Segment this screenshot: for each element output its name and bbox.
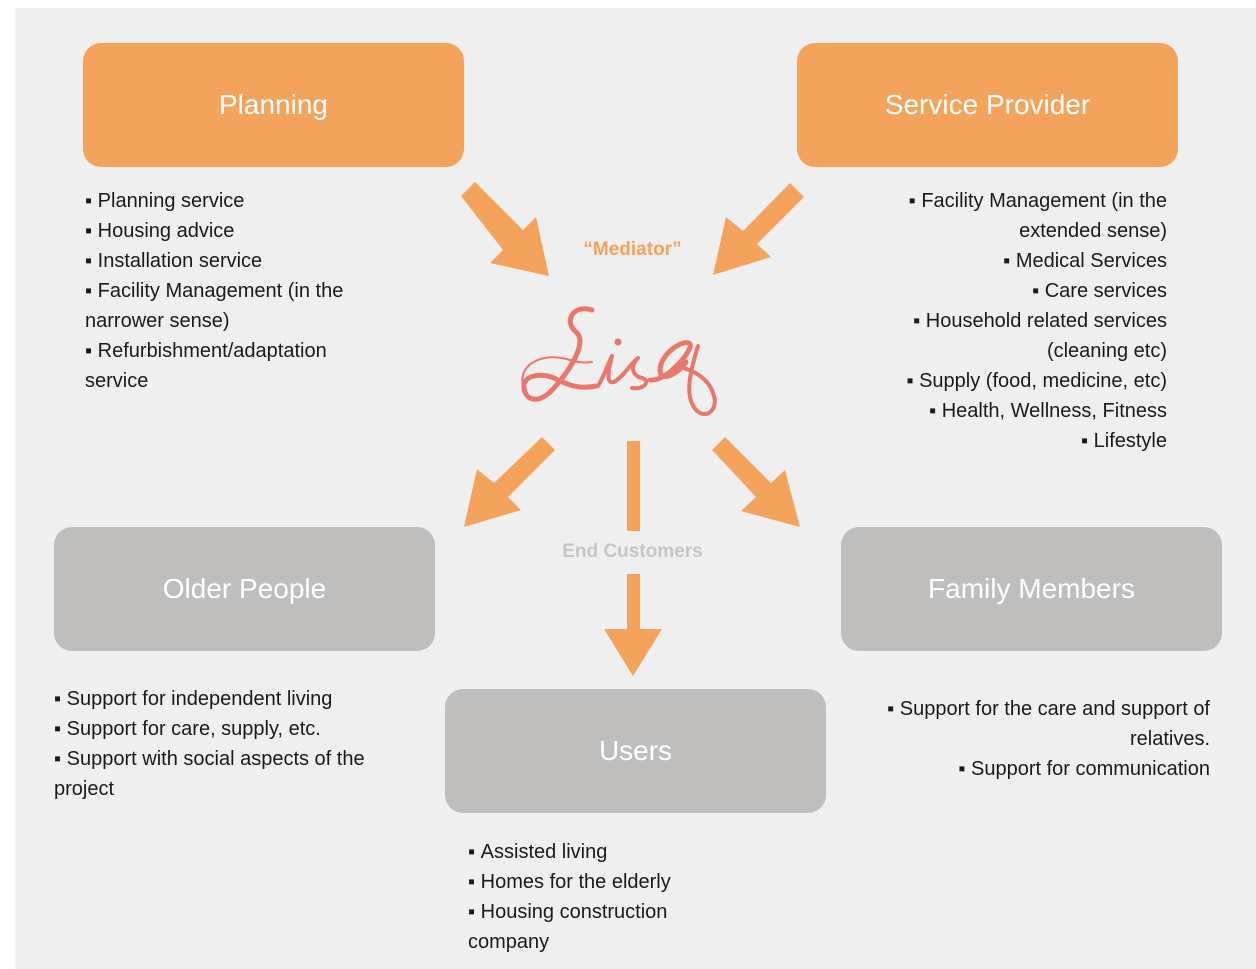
list-item: Facility Management (in the narrower sen… <box>85 276 395 336</box>
list-item: Lifestyle <box>855 426 1167 456</box>
arrow-provider-to-mediator <box>713 183 804 275</box>
users-title: Users <box>598 735 673 766</box>
service-provider-box: Service Provider <box>797 43 1178 167</box>
list-item: Refurbishment/adaptation service <box>85 336 395 396</box>
list-item: Support for independent living <box>54 684 399 714</box>
lisa-logo <box>521 306 717 416</box>
older-people-list: Support for independent living Support f… <box>54 684 399 804</box>
list-item: Supply (food, medicine, etc) <box>855 366 1167 396</box>
service-provider-list: Facility Management (in the extended sen… <box>855 186 1167 456</box>
service-provider-title: Service Provider <box>884 89 1091 120</box>
list-item: Planning service <box>85 186 395 216</box>
list-item: Support for communication <box>880 754 1210 784</box>
users-list: Assisted living Homes for the elderly Ho… <box>468 837 728 957</box>
arrow-mediator-to-users-head <box>604 629 662 676</box>
planning-title: Planning <box>219 89 328 120</box>
end-customers-label: End Customers <box>562 541 703 562</box>
family-members-box: Family Members <box>841 527 1222 651</box>
older-people-box: Older People <box>54 527 435 651</box>
mediator-label: “Mediator” <box>583 239 682 260</box>
list-item: Medical Services <box>855 246 1167 276</box>
list-item: Care services <box>855 276 1167 306</box>
planning-list: Planning service Housing advice Installa… <box>85 186 395 396</box>
list-item: Assisted living <box>468 837 728 867</box>
family-members-list: Support for the care and support of rela… <box>880 694 1210 784</box>
list-item: Housing construction company <box>468 897 728 957</box>
list-item: Support for the care and support of rela… <box>880 694 1210 754</box>
arrow-mediator-to-older-people <box>464 437 555 527</box>
arrow-mediator-to-users-shaft-bottom <box>627 574 640 630</box>
list-item: Facility Management (in the extended sen… <box>855 186 1167 246</box>
users-box: Users <box>445 689 826 813</box>
list-item: Homes for the elderly <box>468 867 728 897</box>
list-item: Household related services (cleaning etc… <box>855 306 1167 366</box>
family-members-title: Family Members <box>928 573 1135 604</box>
list-item: Installation service <box>85 246 395 276</box>
older-people-title: Older People <box>162 573 327 604</box>
arrow-mediator-to-users-shaft-top <box>627 441 640 531</box>
list-item: Housing advice <box>85 216 395 246</box>
list-item: Support with social aspects of the proje… <box>54 744 399 804</box>
arrow-planning-to-mediator <box>461 182 549 276</box>
list-item: Support for care, supply, etc. <box>54 714 399 744</box>
planning-box: Planning <box>83 43 464 167</box>
arrow-mediator-to-family-members <box>712 437 800 527</box>
list-item: Health, Wellness, Fitness <box>855 396 1167 426</box>
